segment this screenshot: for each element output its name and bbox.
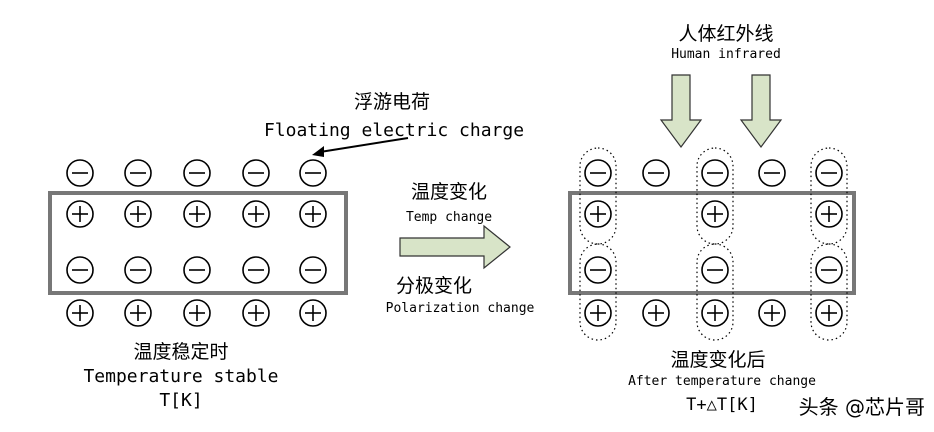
stable-caption-var: T[K] [159, 390, 202, 411]
positive-charge-icon [701, 299, 729, 327]
positive-charge-icon [242, 299, 270, 327]
negative-charge-icon [124, 159, 152, 187]
positive-charge-icon [815, 299, 843, 327]
infrared-arrow-left [659, 74, 703, 149]
negative-charge-icon [299, 256, 327, 284]
stable-caption-zh: 温度稳定时 [133, 341, 228, 363]
negative-charge-icon [584, 159, 612, 187]
negative-charge-icon [815, 256, 843, 284]
negative-charge-icon [701, 159, 729, 187]
positive-charge-icon [183, 299, 211, 327]
negative-charge-icon [183, 256, 211, 284]
positive-charge-icon [299, 299, 327, 327]
stable-caption-en: Temperature stable [83, 366, 278, 387]
negative-charge-icon [701, 256, 729, 284]
positive-charge-icon [66, 299, 94, 327]
left-crystal-box [48, 191, 348, 295]
negative-charge-icon [242, 256, 270, 284]
temp-change-arrow [399, 224, 511, 270]
negative-charge-icon [66, 256, 94, 284]
negative-charge-icon [299, 159, 327, 187]
positive-charge-icon [758, 299, 786, 327]
temp-change-label-en: Temp change [406, 210, 492, 225]
temp-change-label-zh: 温度变化 [411, 181, 487, 203]
after-caption-zh: 温度变化后 [670, 349, 765, 371]
negative-charge-icon [183, 159, 211, 187]
negative-charge-icon [242, 159, 270, 187]
negative-charge-icon [124, 256, 152, 284]
infrared-label-zh: 人体红外线 [678, 23, 773, 45]
positive-charge-icon [642, 299, 670, 327]
negative-charge-icon [66, 159, 94, 187]
after-caption-en: After temperature change [628, 374, 816, 389]
right-crystal-box [568, 191, 856, 295]
positive-charge-icon [701, 200, 729, 228]
callout-pointer [312, 137, 409, 157]
negative-charge-icon [815, 159, 843, 187]
positive-charge-icon [584, 299, 612, 327]
positive-charge-icon [584, 200, 612, 228]
dipole-groups [579, 147, 848, 341]
infrared-arrow-right [739, 74, 783, 149]
after-caption-var: T+△T[K] [686, 395, 758, 415]
negative-charge-icon [584, 256, 612, 284]
floating-charge-label-zh: 浮游电荷 [354, 91, 430, 113]
positive-charge-icon [66, 200, 94, 228]
polarization-change-label-zh: 分极变化 [396, 275, 472, 297]
positive-charge-icon [124, 299, 152, 327]
positive-charge-icon [299, 200, 327, 228]
floating-charge-label-en: Floating electric charge [264, 120, 524, 141]
infrared-label-en: Human infrared [671, 47, 781, 62]
watermark-text: 头条 @芯片哥 [799, 395, 925, 419]
negative-charge-icon [642, 159, 670, 187]
polarization-change-label-en: Polarization change [386, 301, 535, 316]
positive-charge-icon [183, 200, 211, 228]
positive-charge-icon [815, 200, 843, 228]
negative-charge-icon [758, 159, 786, 187]
positive-charge-icon [124, 200, 152, 228]
positive-charge-icon [242, 200, 270, 228]
